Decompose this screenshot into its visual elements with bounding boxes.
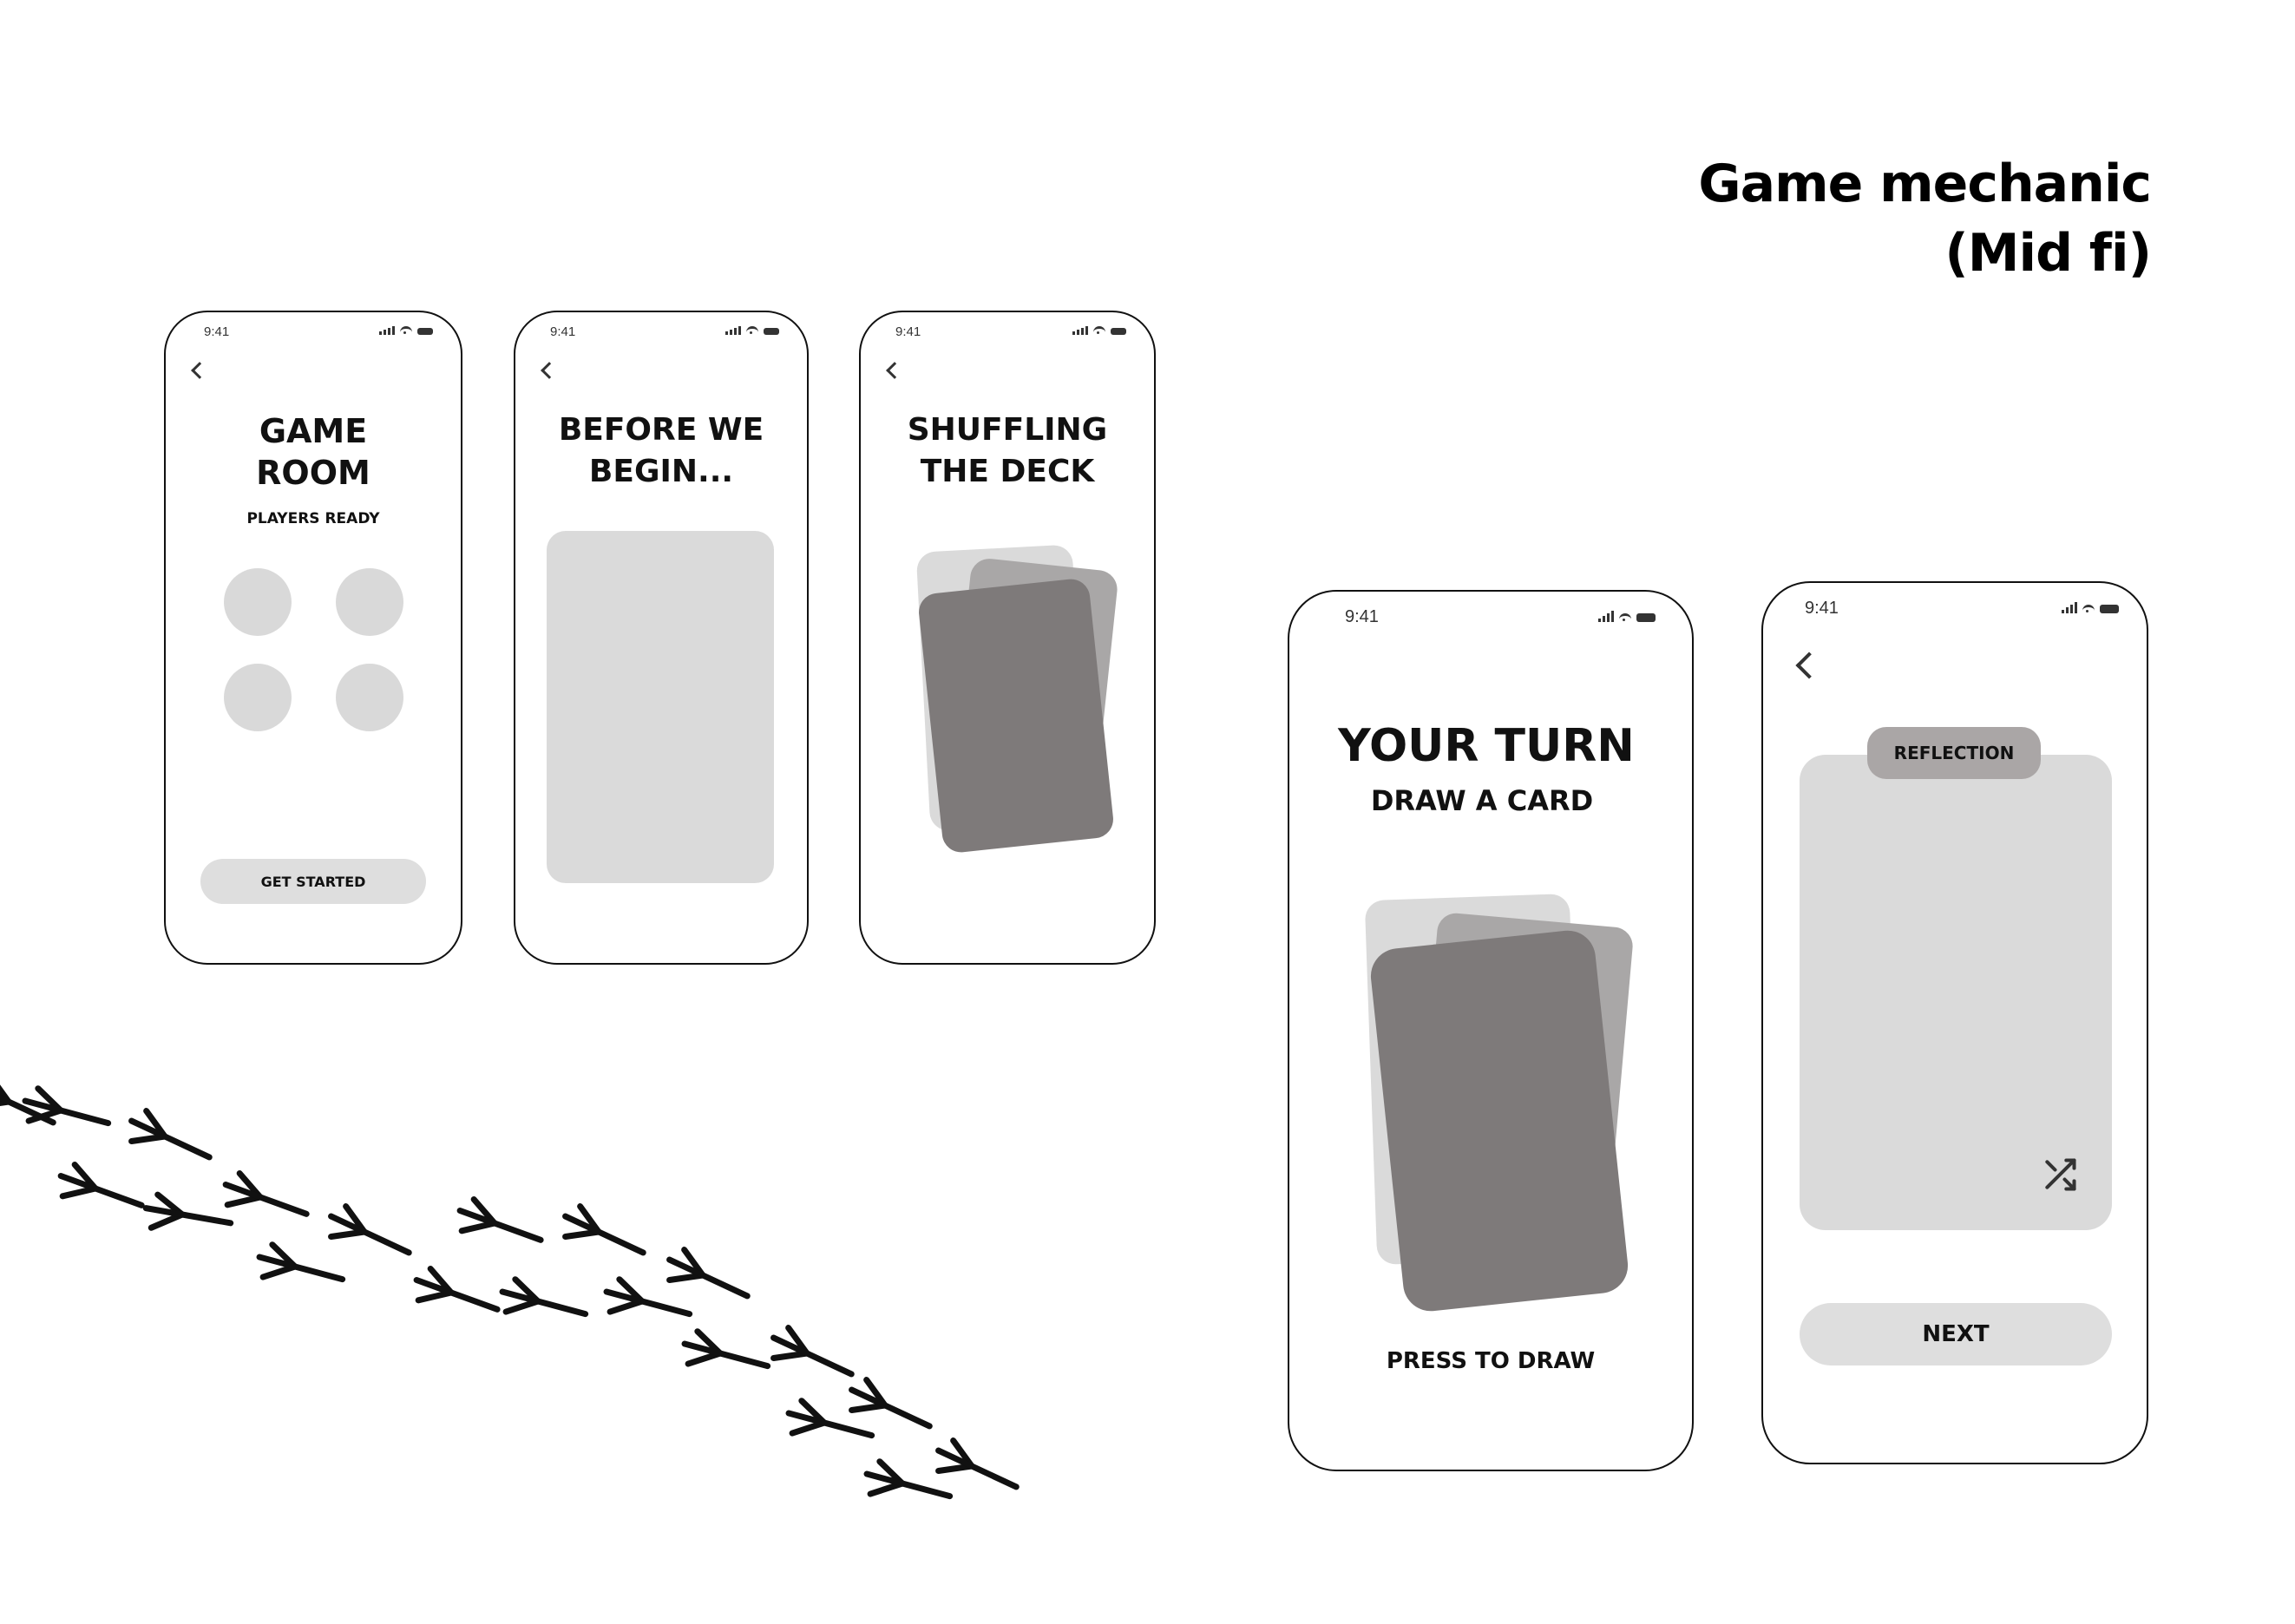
heading-line-1: BEFORE WE: [558, 412, 764, 448]
wifi-icon: [746, 326, 758, 335]
wifi-icon: [1619, 613, 1631, 622]
status-bar: 9:41: [1763, 583, 2147, 618]
wifi-icon: [1093, 326, 1105, 335]
next-button[interactable]: NEXT: [1800, 1303, 2112, 1365]
your-turn-heading: YOUR TURN: [1338, 720, 1635, 772]
screen-reflection: 9:41 REFLECTION NEXT: [1761, 581, 2148, 1464]
signal-icon: [725, 326, 741, 335]
bird-footprint: [328, 1203, 412, 1256]
draw-a-card-label: DRAW A CARD: [1370, 784, 1594, 817]
bird-footprint: [142, 1191, 234, 1231]
screen-before-we-begin: 9:41 BEFORE WE BEGIN...: [514, 311, 809, 965]
heading-line-2: THE DECK: [920, 454, 1095, 489]
heading-line-2: BEGIN...: [588, 454, 734, 489]
status-time: 9:41: [550, 324, 576, 339]
back-icon[interactable]: [886, 362, 903, 379]
reflection-tag: REFLECTION: [1867, 727, 2041, 779]
bird-footprint: [413, 1266, 501, 1313]
deck-card-front[interactable]: [1367, 927, 1631, 1314]
press-to-draw-button[interactable]: PRESS TO DRAW: [1386, 1348, 1596, 1374]
card-placeholder: [547, 531, 774, 883]
status-time: 9:41: [1345, 607, 1379, 626]
title-line-2: (Mid fi): [1944, 223, 2152, 284]
wifi-icon: [400, 326, 412, 335]
players-ready-label: PLAYERS READY: [246, 510, 380, 527]
signal-icon: [1598, 611, 1614, 622]
bird-footprint: [128, 1108, 213, 1161]
bird-footprint: [499, 1276, 589, 1318]
reflection-card: [1800, 755, 2112, 1230]
signal-icon: [2062, 602, 2077, 613]
bird-footprint: [785, 1398, 875, 1439]
bird-footprint: [666, 1247, 751, 1300]
back-icon[interactable]: [1795, 652, 1823, 679]
wifi-icon: [2082, 605, 2095, 613]
status-time: 9:41: [1805, 599, 1839, 618]
bird-footprint: [57, 1162, 145, 1208]
battery-icon: [1636, 613, 1656, 622]
title-line-1: Game mechanic: [1698, 154, 2152, 214]
heading-line-2: ROOM: [256, 454, 370, 492]
status-bar: 9:41: [861, 312, 1154, 347]
heading-line-1: GAME: [259, 412, 368, 450]
bird-tracks-decoration: [0, 1073, 1020, 1500]
status-time: 9:41: [204, 324, 230, 339]
back-icon[interactable]: [191, 362, 208, 379]
screen-game-room: 9:41 GAME ROOM PLAYERS READY GET STARTED: [164, 311, 462, 965]
deck-card-front: [916, 577, 1116, 855]
status-bar: 9:41: [515, 312, 807, 347]
battery-icon: [2100, 605, 2119, 613]
bird-footprint: [22, 1085, 112, 1127]
page-title: Game mechanic (Mid fi): [1698, 149, 2152, 288]
status-time: 9:41: [895, 324, 921, 339]
bird-footprint: [256, 1241, 346, 1283]
bird-footprint: [0, 1073, 56, 1126]
status-bar: 9:41: [166, 312, 461, 347]
bird-footprint: [935, 1437, 1020, 1490]
bird-footprint: [681, 1328, 771, 1370]
bird-footprint: [770, 1325, 855, 1378]
battery-icon: [1111, 328, 1126, 335]
heading-line-1: SHUFFLING: [907, 412, 1108, 448]
bird-footprint: [456, 1196, 544, 1243]
screen-your-turn: 9:41 YOUR TURN DRAW A CARD PRESS TO DRAW: [1288, 590, 1694, 1471]
player-slot: [224, 664, 292, 731]
shuffle-icon[interactable]: [2041, 1156, 2079, 1194]
player-slot: [336, 664, 403, 731]
player-slot: [224, 568, 292, 636]
battery-icon: [764, 328, 779, 335]
bird-footprint: [222, 1170, 310, 1217]
screen-shuffling: 9:41 SHUFFLING THE DECK: [859, 311, 1156, 965]
get-started-button[interactable]: GET STARTED: [200, 859, 426, 904]
battery-icon: [417, 328, 433, 335]
bird-footprint: [863, 1458, 954, 1500]
bird-footprint: [603, 1276, 693, 1318]
bird-footprint: [562, 1203, 646, 1256]
status-bar: 9:41: [1289, 592, 1692, 626]
back-icon[interactable]: [541, 362, 558, 379]
player-slot: [336, 568, 403, 636]
signal-icon: [1072, 326, 1088, 335]
bird-footprint: [849, 1377, 933, 1430]
signal-icon: [379, 326, 395, 335]
